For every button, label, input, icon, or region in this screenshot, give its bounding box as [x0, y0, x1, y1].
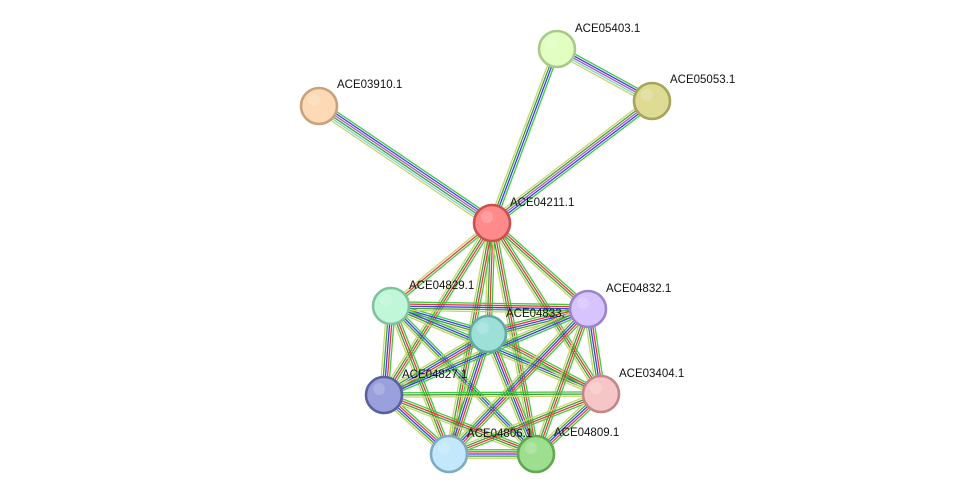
edge-evidence-line: [391, 224, 494, 309]
edge-evidence-line: [490, 48, 557, 223]
edge-evidence-line: [381, 329, 487, 392]
edge-ace05403-ace04211: [488, 47, 561, 225]
edge-evidence-line: [384, 393, 537, 454]
edge-evidence-line: [384, 391, 538, 452]
edge-evidence-line: [319, 104, 493, 223]
edge-ace04827-ace03404: [383, 391, 602, 398]
edge-evidence-line: [492, 49, 559, 224]
node-label-ace05403: ACE05403.1: [575, 23, 640, 35]
edge-evidence-line: [321, 101, 496, 220]
edge-evidence-line: [538, 309, 592, 456]
edge-evidence-line: [391, 304, 538, 454]
node-highlight: [373, 383, 385, 395]
edge-evidence-line: [382, 397, 536, 458]
node-label-ace04833: ACE04833.: [506, 308, 565, 320]
node-ace04833[interactable]: [468, 314, 508, 354]
edge-evidence-line: [490, 98, 652, 222]
node-label-ace04827: ACE04827.1: [402, 369, 467, 381]
edge-evidence-line: [447, 307, 587, 453]
edge-evidence-line: [384, 223, 494, 396]
node-ace04829[interactable]: [371, 286, 411, 326]
node-ace05403[interactable]: [537, 29, 577, 69]
edge-ace04832-ace04809: [532, 307, 592, 456]
node-highlight: [525, 442, 537, 454]
edge-ace04211-ace04829: [389, 220, 494, 309]
node-label-ace04829: ACE04829.1: [409, 280, 474, 292]
edge-evidence-line: [383, 393, 602, 396]
edge-evidence-line: [488, 332, 602, 394]
edge-ace03404-ace04806: [447, 390, 603, 458]
node-ace04832[interactable]: [568, 289, 608, 329]
edge-evidence-line: [494, 49, 561, 225]
edge-evidence-line: [488, 47, 555, 223]
edge-evidence-line: [391, 303, 589, 308]
node-highlight: [308, 94, 320, 106]
edge-ace05053-ace04211: [489, 97, 655, 227]
edge-evidence-line: [382, 331, 488, 394]
edge-evidence-line: [492, 102, 654, 226]
node-label-ace04806: ACE04806.1: [467, 428, 532, 440]
node-ace05053[interactable]: [632, 81, 672, 121]
edge-evidence-line: [390, 305, 589, 310]
edge-evidence-line: [316, 108, 491, 227]
edge-evidence-line: [384, 311, 590, 399]
edge-evidence-line: [447, 390, 601, 452]
node-highlight: [438, 442, 450, 454]
edge-evidence-line: [393, 304, 453, 454]
node-highlight: [590, 382, 602, 394]
edge-evidence-line: [449, 394, 602, 456]
edge-evidence-line: [449, 396, 603, 458]
node-ace03404[interactable]: [581, 374, 621, 414]
edge-evidence-line: [489, 97, 650, 221]
edge-evidence-line: [390, 222, 493, 307]
edge-evidence-line: [493, 220, 591, 308]
node-ace04809[interactable]: [516, 434, 556, 474]
edge-evidence-line: [383, 395, 536, 456]
node-label-ace03910: ACE03910.1: [337, 79, 402, 91]
edge-evidence-line: [492, 221, 590, 309]
edge-ace03910-ace04211: [315, 101, 496, 228]
node-highlight: [546, 37, 558, 49]
edge-ace04829-ace04832: [390, 301, 589, 314]
node-label-ace05053: ACE05053.1: [670, 74, 735, 86]
edge-evidence-line: [390, 307, 588, 312]
edge-evidence-line: [391, 305, 451, 454]
edge-evidence-line: [490, 223, 536, 455]
edge-evidence-line: [534, 308, 588, 454]
edge-evidence-line: [490, 223, 588, 311]
edge-evidence-line: [490, 223, 601, 395]
edge-evidence-line: [315, 109, 490, 228]
edge-evidence-line: [320, 102, 495, 221]
node-ace03910[interactable]: [299, 86, 339, 126]
edge-ace04827-ace04809: [382, 391, 538, 458]
edge-evidence-line: [451, 311, 592, 458]
nodes-layer: [299, 29, 672, 474]
node-highlight: [577, 297, 589, 309]
edge-evidence-line: [318, 106, 492, 225]
node-highlight: [380, 294, 392, 306]
edge-evidence-line: [445, 222, 490, 454]
edge-evidence-line: [532, 307, 586, 454]
node-ace04827[interactable]: [364, 375, 404, 415]
node-ace04211[interactable]: [472, 203, 512, 243]
edge-evidence-line: [536, 309, 590, 455]
edge-evidence-line: [384, 395, 602, 398]
node-label-ace03404: ACE03404.1: [619, 368, 684, 380]
edge-evidence-line: [389, 306, 449, 455]
edge-evidence-line: [494, 103, 655, 227]
node-label-ace04809: ACE04809.1: [554, 427, 619, 439]
node-ace04806[interactable]: [429, 434, 469, 474]
edge-evidence-line: [448, 392, 601, 454]
node-highlight: [481, 211, 493, 223]
edge-evidence-line: [383, 391, 601, 394]
node-highlight: [641, 89, 653, 101]
node-highlight: [477, 322, 489, 334]
node-label-ace04211: ACE04211.1: [510, 197, 574, 209]
edge-evidence-line: [391, 301, 589, 306]
edge-evidence-line: [389, 220, 492, 305]
node-label-ace04832: ACE04832.1: [606, 283, 671, 295]
edge-evidence-line: [491, 100, 653, 224]
